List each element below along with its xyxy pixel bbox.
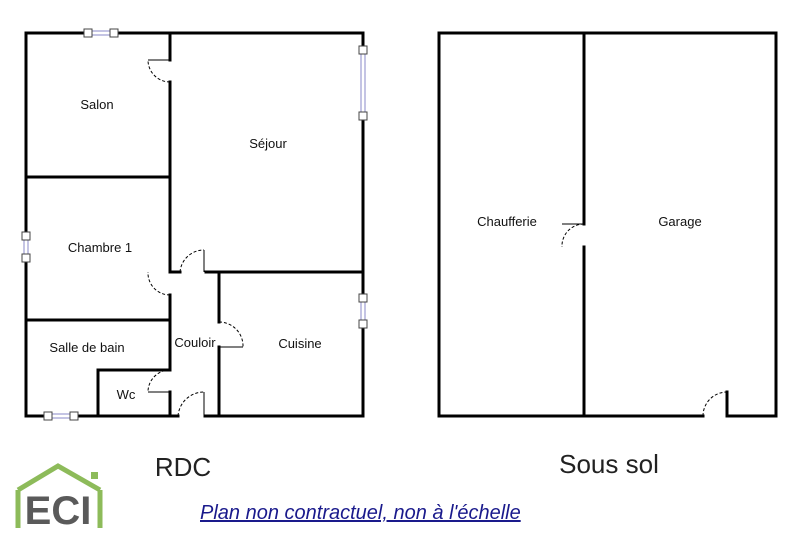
- room-label-chambre-1: Chambre 1: [68, 240, 132, 255]
- room-label-couloir: Couloir: [174, 335, 216, 350]
- house-roof-icon: [16, 463, 102, 493]
- rdc-walls: [24, 31, 365, 418]
- floor-title-rdc: RDC: [155, 452, 211, 482]
- room-label-sejour: Séjour: [249, 136, 287, 151]
- disclaimer-text: Plan non contractuel, non à l'échelle: [200, 502, 521, 524]
- floor-title-sous-sol: Sous sol: [559, 449, 659, 479]
- room-label-garage: Garage: [658, 214, 701, 229]
- room-label-salle-de-bain: Salle de bain: [49, 340, 124, 355]
- rdc-doors: [147, 59, 244, 417]
- room-label-salon: Salon: [80, 97, 113, 112]
- eci-logo: ECI: [15, 463, 103, 533]
- logo-text: ECI: [25, 489, 92, 533]
- room-label-wc: Wc: [117, 387, 136, 402]
- rdc-windows: [21, 28, 368, 421]
- room-label-cuisine: Cuisine: [278, 336, 321, 351]
- sous-sol-walls: [437, 31, 778, 418]
- room-label-chaufferie: Chaufferie: [477, 214, 537, 229]
- sous-sol-doors: [561, 223, 728, 417]
